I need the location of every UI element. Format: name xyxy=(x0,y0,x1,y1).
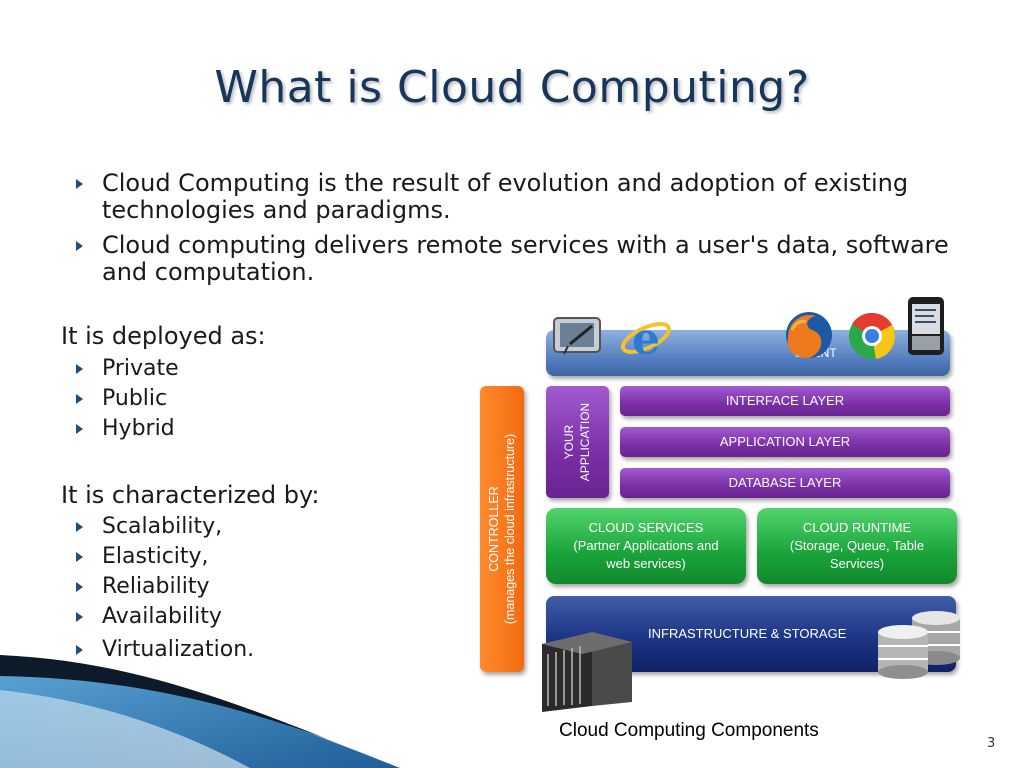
firefox-icon xyxy=(786,312,832,358)
bullet-arrow-icon xyxy=(76,179,83,189)
svg-text:e: e xyxy=(632,314,660,364)
list-item-label: Reliability xyxy=(102,574,210,599)
list-item: Reliability xyxy=(72,572,254,602)
list-item-label: Private xyxy=(102,356,179,381)
list-item: Public xyxy=(72,384,179,414)
list-item: Virtualization. xyxy=(72,635,254,665)
bullet-arrow-icon xyxy=(76,552,83,562)
deployment-list: Private Public Hybrid xyxy=(72,354,179,444)
internet-explorer-icon: e xyxy=(620,314,672,364)
smartphone-icon xyxy=(908,297,944,355)
list-item-label: Public xyxy=(102,386,168,411)
bullet-item: Cloud Computing is the result of evoluti… xyxy=(72,170,972,224)
bullet-arrow-icon xyxy=(76,394,83,404)
list-item: Availability xyxy=(72,602,254,632)
list-item: Private xyxy=(72,354,179,384)
your-application-block: YOUR APPLICATION xyxy=(546,386,609,498)
bullet-arrow-icon xyxy=(76,424,83,434)
infrastructure-label: INFRASTRUCTURE & STORAGE xyxy=(648,626,847,641)
list-item: Scalability, xyxy=(72,512,254,542)
cloud-services-title: CLOUD SERVICES xyxy=(588,520,704,535)
deployment-heading: It is deployed as: xyxy=(61,322,266,350)
controller-label: CONTROLLER (manages the cloud infrastruc… xyxy=(486,434,518,624)
cloud-services-block: CLOUD SERVICES (Partner Applications and… xyxy=(546,508,746,584)
database-icon xyxy=(878,611,960,679)
list-item-label: Virtualization. xyxy=(102,637,255,662)
cloud-services-detail-2: web services) xyxy=(606,556,686,571)
controller-subtitle: (manages the cloud infrastructure) xyxy=(503,433,517,625)
cloud-services-detail-1: (Partner Applications and xyxy=(573,538,719,553)
list-item-label: Hybrid xyxy=(102,416,175,441)
your-application-label: YOUR APPLICATION xyxy=(562,402,593,482)
application-layer-label: APPLICATION LAYER xyxy=(719,434,851,449)
bullet-arrow-icon xyxy=(76,582,83,592)
cloud-components-diagram: CLIENT e xyxy=(476,296,966,716)
database-layer-label: DATABASE LAYER xyxy=(728,475,842,490)
database-layer: DATABASE LAYER xyxy=(620,468,950,498)
bullet-arrow-icon xyxy=(76,522,83,532)
application-layer: APPLICATION LAYER xyxy=(620,427,950,457)
controller-block: CONTROLLER (manages the cloud infrastruc… xyxy=(480,386,524,672)
list-item-label: Availability xyxy=(102,604,222,629)
list-item-label: Elasticity, xyxy=(102,544,209,569)
bullet-arrow-icon xyxy=(76,241,83,251)
cloud-runtime-block: CLOUD RUNTIME (Storage, Queue, Table Ser… xyxy=(757,508,957,584)
list-item: Hybrid xyxy=(72,414,179,444)
bullet-text: Cloud computing delivers remote services… xyxy=(102,231,949,286)
controller-title: CONTROLLER xyxy=(487,486,501,572)
bullet-arrow-icon xyxy=(76,364,83,374)
list-item-label: Scalability, xyxy=(102,514,223,539)
characteristics-list: Scalability, Elasticity, Reliability Ava… xyxy=(72,512,254,665)
bullet-text: Cloud Computing is the result of evoluti… xyxy=(102,169,909,224)
list-item: Elasticity, xyxy=(72,542,254,572)
tablet-icon xyxy=(553,317,601,355)
page-number: 3 xyxy=(987,736,996,751)
bullet-arrow-icon xyxy=(76,645,83,655)
server-rack-icon xyxy=(542,632,632,712)
characteristics-heading: It is characterized by: xyxy=(61,481,320,509)
cloud-runtime-detail-1: (Storage, Queue, Table xyxy=(789,538,925,553)
chrome-icon xyxy=(849,312,895,359)
bullet-item: Cloud computing delivers remote services… xyxy=(72,232,972,286)
cloud-runtime-title: CLOUD RUNTIME xyxy=(802,520,912,535)
interface-layer-label: INTERFACE LAYER xyxy=(725,393,845,408)
bullet-arrow-icon xyxy=(76,612,83,622)
diagram-caption: Cloud Computing Components xyxy=(559,720,819,741)
interface-layer: INTERFACE LAYER xyxy=(620,386,950,416)
cloud-runtime-detail-2: Services) xyxy=(829,556,885,571)
intro-bullets: Cloud Computing is the result of evoluti… xyxy=(72,170,972,294)
slide-title: What is Cloud Computing? xyxy=(214,62,810,113)
